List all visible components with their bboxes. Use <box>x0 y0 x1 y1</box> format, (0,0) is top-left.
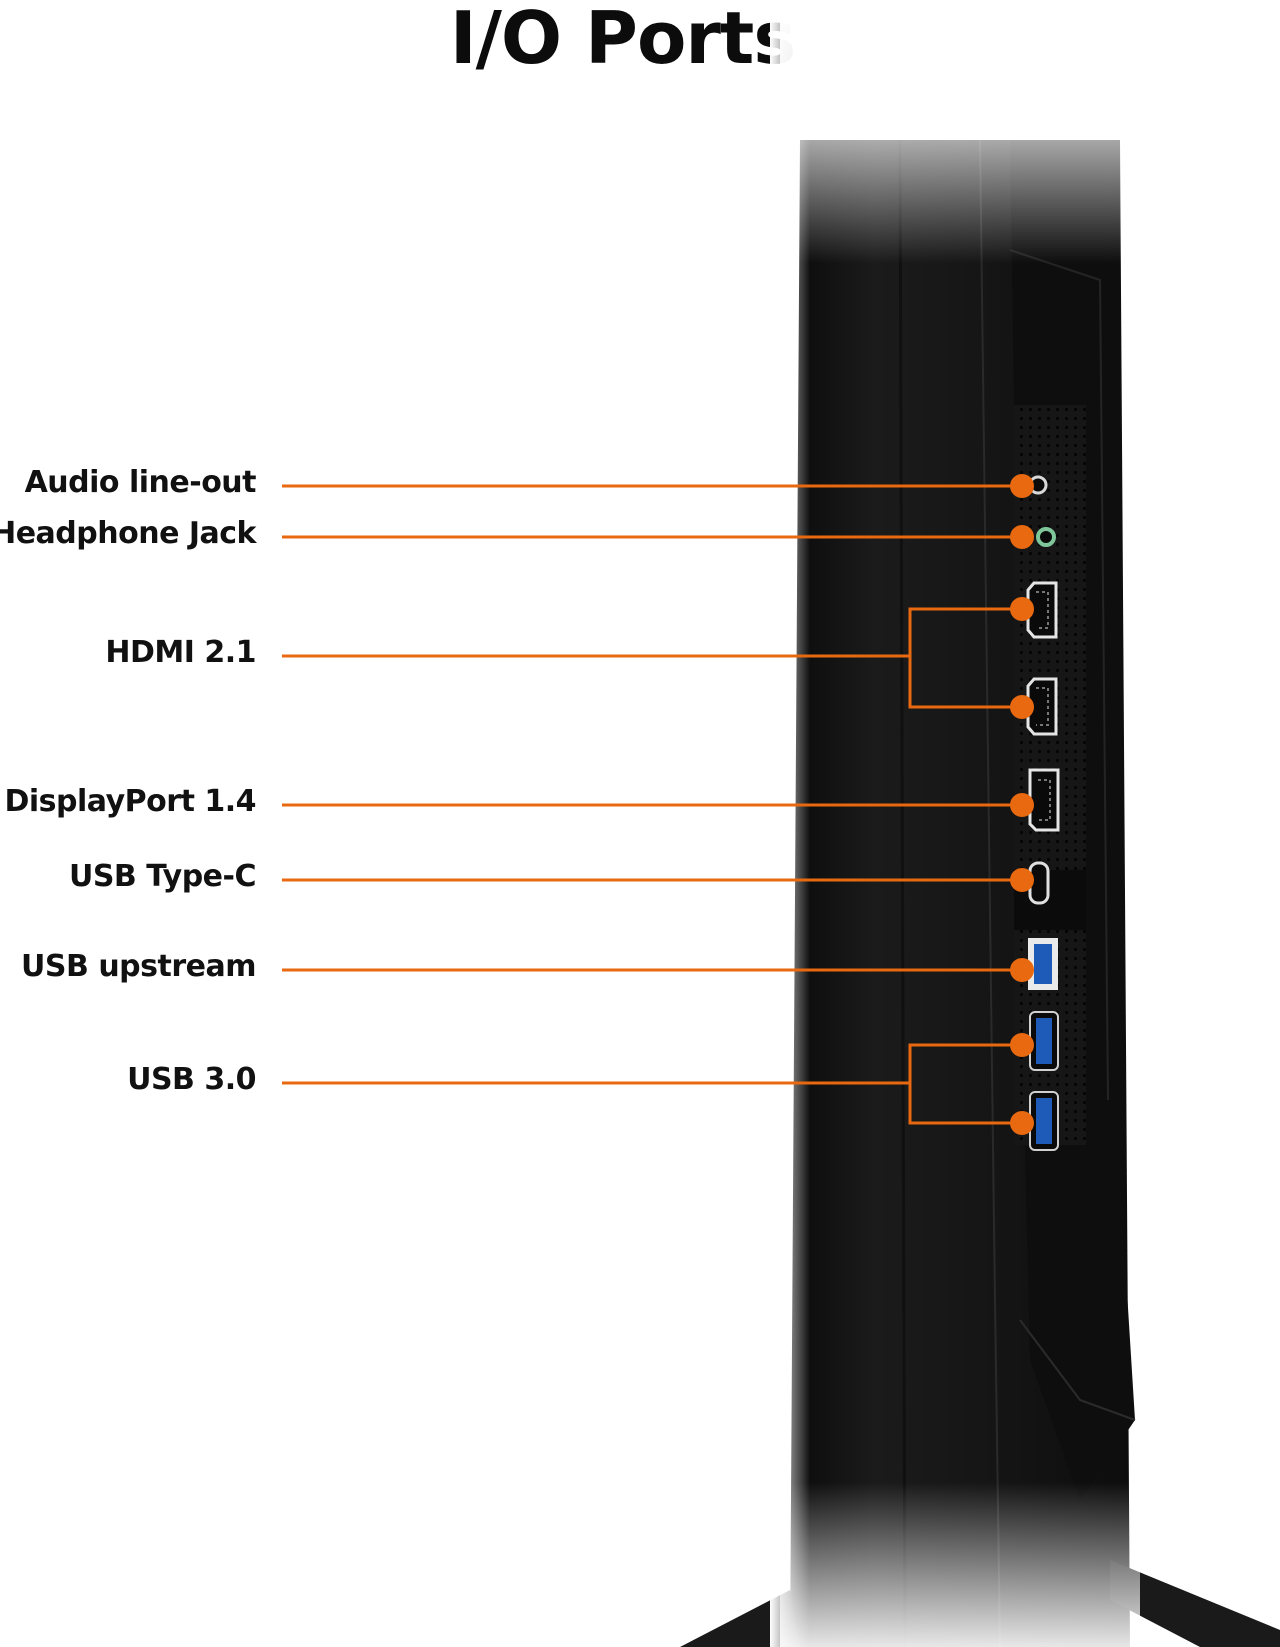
label-usb-upstream: USB upstream <box>21 949 256 984</box>
label-hdmi: HDMI 2.1 <box>105 635 256 670</box>
leader-lines <box>282 484 1022 1125</box>
displayport-icon <box>1028 768 1060 832</box>
usb-a-port-icon <box>1029 1011 1059 1071</box>
label-audio-line-out: Audio line-out <box>24 465 257 500</box>
label-displayport: DisplayPort 1.4 <box>4 784 257 819</box>
usb-b-port-icon <box>1028 938 1058 990</box>
ports <box>1026 475 1060 1151</box>
usb-a-port-icon <box>1029 1091 1059 1151</box>
hdmi-port-icon <box>1026 677 1058 736</box>
monitor-body <box>680 0 1280 1647</box>
label-headphone-jack: Headphone Jack <box>0 516 256 551</box>
headphone-jack-icon <box>1036 527 1056 547</box>
page-title: I/O Ports <box>449 0 796 80</box>
leader-dots <box>1010 474 1034 1135</box>
hdmi-port-icon <box>1026 581 1058 639</box>
label-usb-type-c: USB Type-C <box>68 859 257 894</box>
label-usb-3: USB 3.0 <box>127 1062 256 1097</box>
